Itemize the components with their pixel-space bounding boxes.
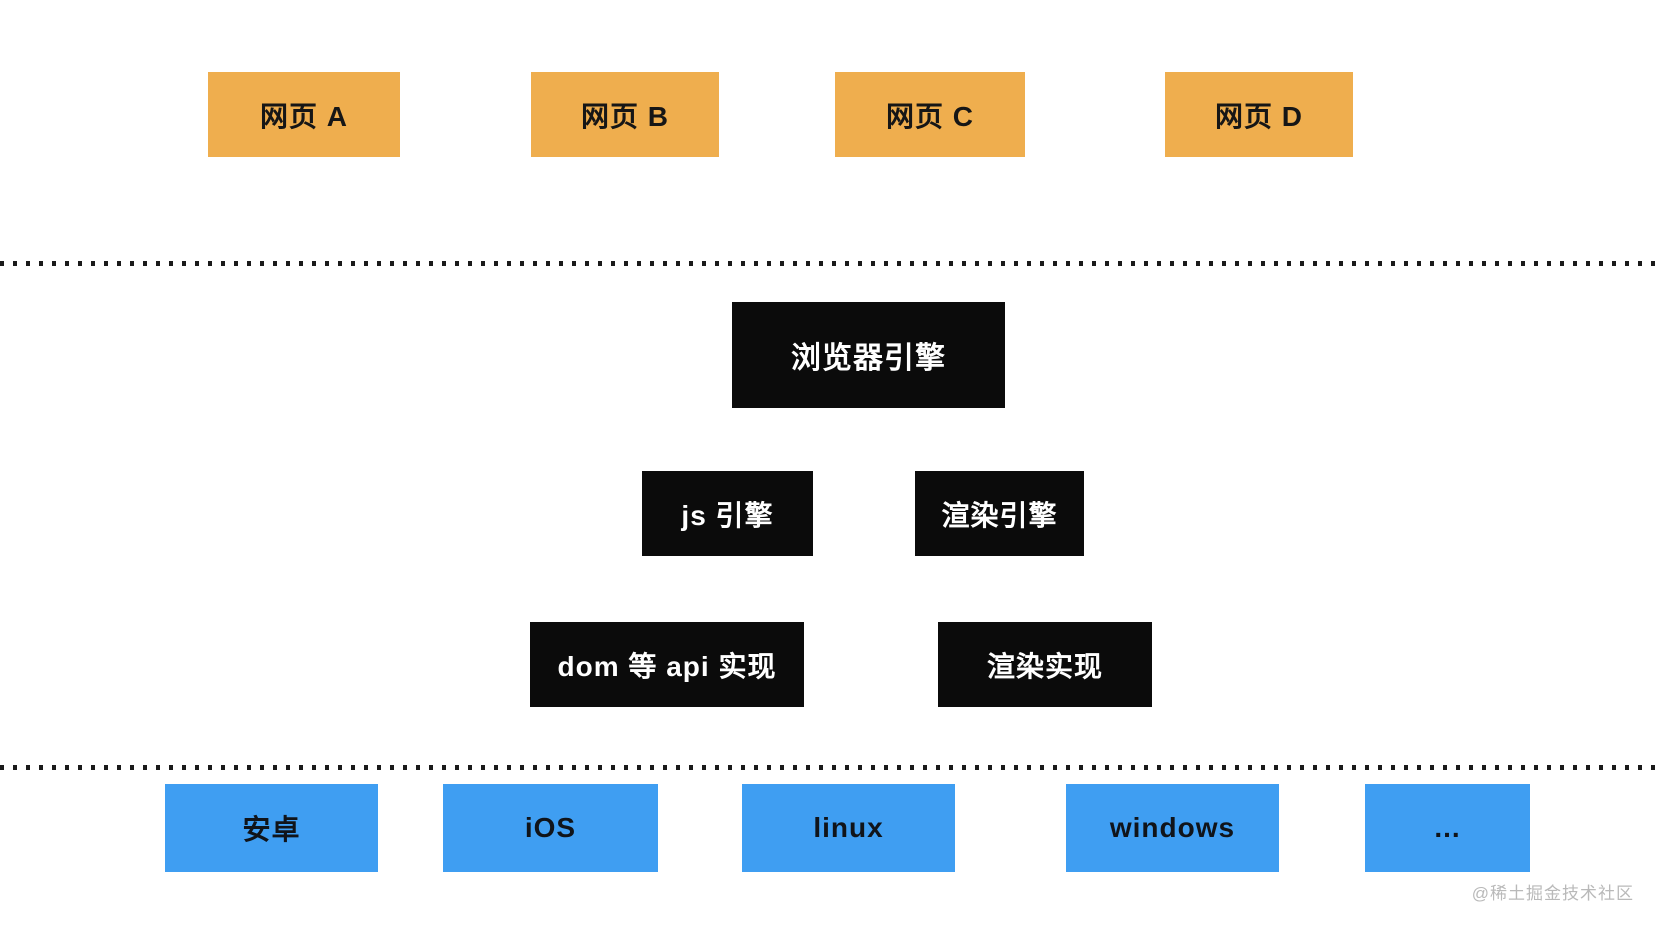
js-engine-box: js 引擎 [642, 471, 813, 556]
web-page-a-box: 网页 A [208, 72, 400, 157]
web-page-b-box: 网页 B [531, 72, 719, 157]
platform-windows-box: windows [1066, 784, 1279, 872]
browser-engine-box: 浏览器引擎 [732, 302, 1005, 408]
juejin-watermark: @稀土掘金技术社区 [1471, 884, 1634, 903]
render-impl-box: 渲染实现 [938, 622, 1152, 707]
separator-dotted-line-bottom [0, 765, 1656, 770]
platform-ios-box: iOS [443, 784, 658, 872]
platform-android-box: 安卓 [165, 784, 378, 872]
separator-dotted-line-top [0, 261, 1656, 266]
web-page-d-box: 网页 D [1165, 72, 1353, 157]
web-page-c-box: 网页 C [835, 72, 1025, 157]
platform-more-box: ... [1365, 784, 1530, 872]
dom-api-impl-box: dom 等 api 实现 [530, 622, 804, 707]
render-engine-box: 渲染引擎 [915, 471, 1084, 556]
platform-linux-box: linux [742, 784, 955, 872]
